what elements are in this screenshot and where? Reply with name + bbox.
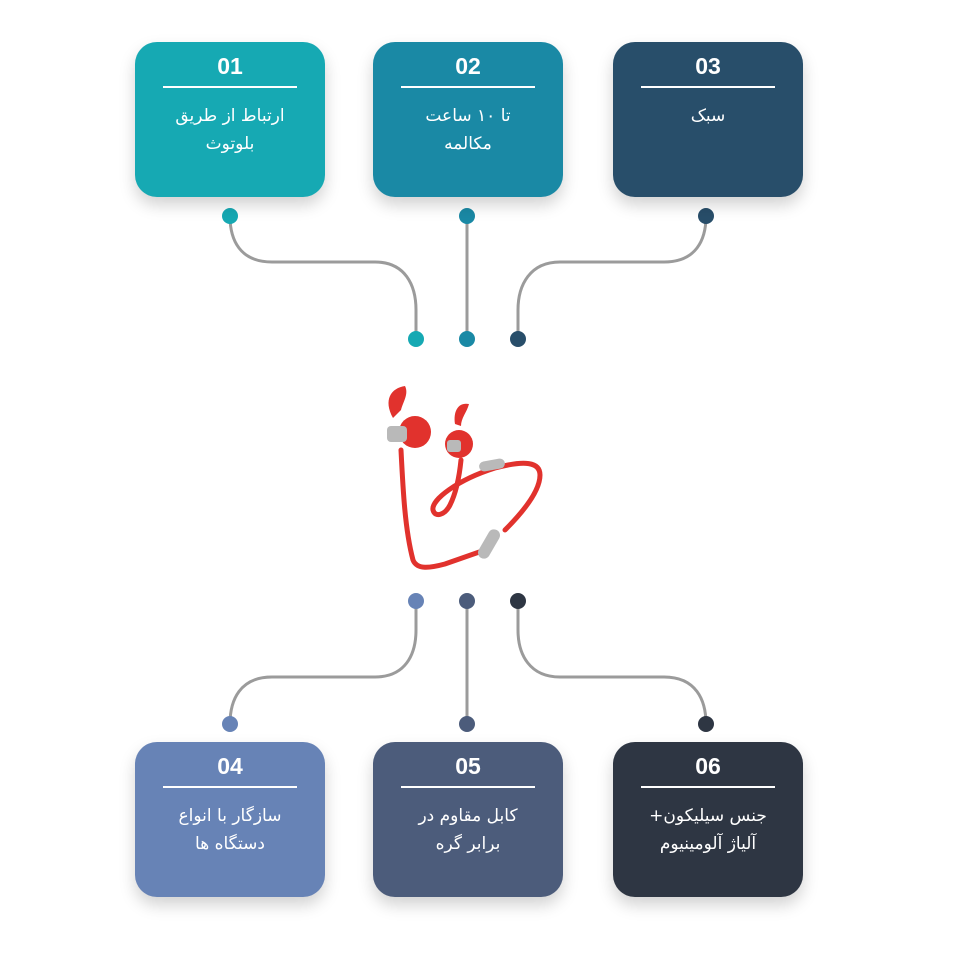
feature-card-04: 04 سازگار با انواع دستگاه ها — [135, 742, 325, 897]
feature-label: تا ۱۰ ساعت مکالمه — [425, 106, 511, 154]
divider — [401, 786, 535, 788]
dot-card-06 — [698, 716, 714, 732]
divider — [401, 86, 535, 88]
feature-number: 01 — [217, 53, 243, 79]
feature-number: 02 — [455, 53, 481, 79]
dot-card-05 — [459, 716, 475, 732]
feature-label: سازگار با انواع دستگاه ها — [178, 806, 282, 854]
feature-card-01: 01 ارتباط از طریق بلوتوث — [135, 42, 325, 197]
dot-center-03 — [510, 331, 526, 347]
dot-card-02 — [459, 208, 475, 224]
dot-center-06 — [510, 593, 526, 609]
feature-number: 04 — [217, 753, 243, 779]
dot-center-01 — [408, 331, 424, 347]
connector-06 — [516, 601, 708, 725]
feature-label: سبک — [690, 106, 726, 126]
feature-label: جنس سیلیکون+ آلیاژ آلومینیوم — [649, 806, 767, 854]
feature-card-05: 05 کابل مقاوم در برابر گره — [373, 742, 563, 897]
connector-04 — [228, 601, 418, 725]
connector-01 — [228, 215, 418, 339]
divider — [641, 86, 775, 88]
feature-number: 03 — [695, 53, 721, 79]
dot-center-04 — [408, 593, 424, 609]
connector-03 — [516, 215, 708, 339]
feature-label: کابل مقاوم در برابر گره — [418, 806, 518, 854]
feature-card-03: 03 سبک — [613, 42, 803, 197]
divider — [641, 786, 775, 788]
dot-card-03 — [698, 208, 714, 224]
feature-card-02: 02 تا ۱۰ ساعت مکالمه — [373, 42, 563, 197]
dot-center-02 — [459, 331, 475, 347]
dot-card-04 — [222, 716, 238, 732]
earphones-image — [387, 386, 543, 570]
dot-center-05 — [459, 593, 475, 609]
feature-number: 05 — [455, 753, 481, 779]
feature-card-06: 06 جنس سیلیکون+ آلیاژ آلومینیوم — [613, 742, 803, 897]
feature-number: 06 — [695, 753, 721, 779]
feature-label: ارتباط از طریق بلوتوث — [175, 106, 285, 154]
dot-card-01 — [222, 208, 238, 224]
divider — [163, 786, 297, 788]
divider — [163, 86, 297, 88]
